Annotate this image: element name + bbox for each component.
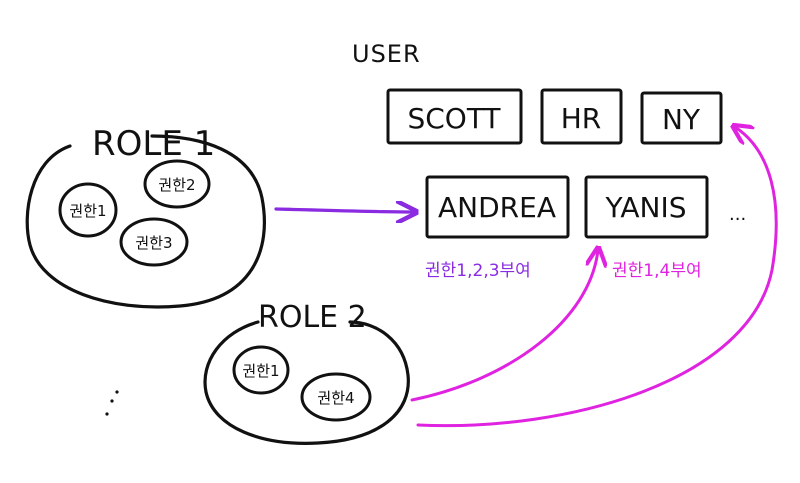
user-box-hr: HR [540,88,623,145]
role1-title: ROLE 1 [92,124,215,164]
role1-permission-2: 권한2 [143,159,211,209]
user-label-yanis: YANIS [604,191,686,224]
role1-permission-1: 권한1 [58,182,118,238]
more-users-ellipsis: ... [729,204,746,225]
arrow-role1-to-andrea [274,209,414,212]
user-box-ny: NY [640,91,723,145]
role1-boundary [25,134,266,309]
role1-permission-3: 권한3 [119,217,189,267]
role2-permission-1-label: 권한1 [242,362,279,380]
role1-permission-3-label: 권한3 [135,234,172,252]
user-box-yanis: YANIS [584,175,709,239]
role2-permission-1: 권한1 [232,345,290,395]
arrow-role2-to-ny [416,127,778,428]
role2-permission-4: 권한4 [300,372,372,422]
user-label-andrea: ANDREA [438,191,556,224]
arrow-role2-to-yanis [410,250,598,402]
role2-permission-4-label: 권한4 [317,389,354,407]
role1-permission-2-label: 권한2 [158,176,195,194]
user-label-hr: HR [561,102,602,135]
grant-label-yanis: 권한1,4부여 [612,261,702,281]
user-box-scott: SCOTT [386,88,523,145]
role2-boundary [203,320,410,445]
user-label-ny: NY [662,103,701,136]
user-label-scott: SCOTT [407,102,501,135]
role1-permission-1-label: 권한1 [69,202,106,220]
stray-marks [105,390,119,416]
role2-title: ROLE 2 [258,300,367,335]
user-title: USER [352,40,421,68]
user-box-andrea: ANDREA [425,175,570,239]
grant-label-andrea: 권한1,2,3부여 [425,261,531,281]
